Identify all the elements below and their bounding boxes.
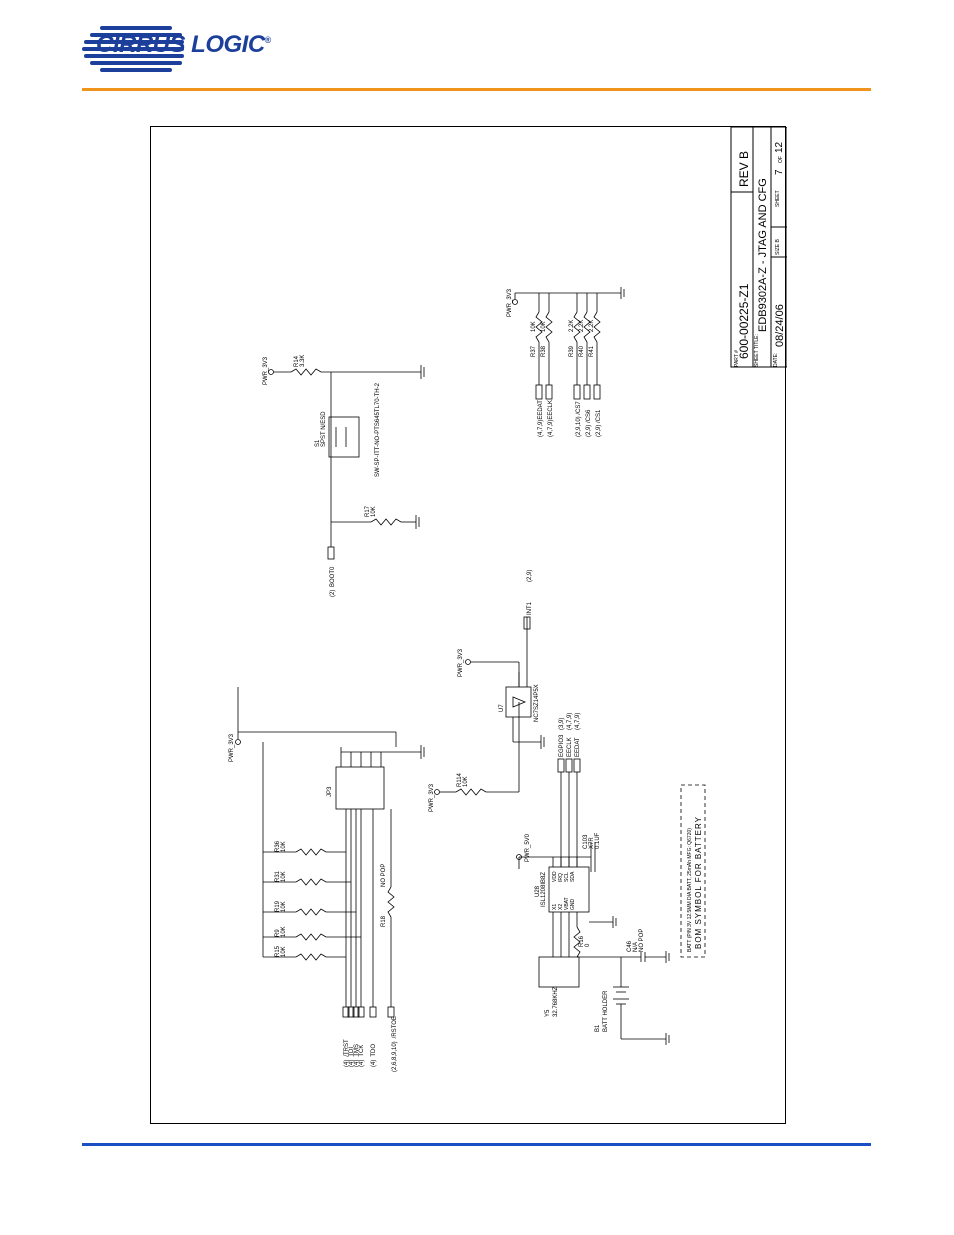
sheet-label: SHEET — [775, 190, 781, 207]
schematic-sheet: PART # 600-00225-Z1 REV B SHEET TITLE: E… — [150, 126, 788, 1124]
u28-pin-irq: IRQ — [558, 873, 564, 882]
of-label: OF — [778, 156, 784, 163]
company-logo — [82, 22, 382, 82]
jtag-wiring — [235, 687, 425, 1018]
boot0-ref: (2) — [330, 590, 336, 597]
rtc-power-label: PWR_3V3 — [429, 783, 435, 812]
boot0-label: BOOT0 — [330, 566, 336, 587]
jtag-connector-label: JP3 — [327, 786, 333, 797]
logo-stripes-icon — [82, 26, 184, 72]
svg-text:BOM SYMBOL FOR BATTERY: BOM SYMBOL FOR BATTERY — [694, 816, 703, 949]
r16-label: R160 — [579, 935, 591, 947]
jtag-signal-tms: (4)TMS — [354, 1044, 360, 1067]
c46-label: C46N/ANO POP — [627, 929, 645, 952]
u28-ref: U28 — [535, 885, 541, 897]
jtag-resistor-r31: R3110K — [275, 870, 287, 882]
schematic-drawing: PART # 600-00225-Z1 REV B SHEET TITLE: E… — [229, 126, 788, 1072]
r39-label: R392.2K — [569, 320, 575, 357]
u28-part: ISL1208IB8Z — [541, 872, 547, 907]
u28-pin-gnd: GND — [570, 899, 576, 911]
jtag-power-label: PWR_3V3 — [229, 733, 235, 762]
size-label: SIZE B — [775, 238, 781, 255]
date-label: DATE: — [773, 353, 779, 367]
sheet-total: 12 — [774, 141, 785, 153]
int1-ref: (2,9) — [527, 570, 533, 582]
u28-pin-x2: X2 — [558, 904, 564, 910]
jtag-resistor-r36: R3610K — [275, 840, 287, 852]
jtag-signal-trst: (4)/TRST — [344, 1039, 350, 1067]
u7-power-label: PWR_3V3 — [458, 648, 464, 677]
config-wiring — [512, 287, 625, 400]
sheet-title-label: SHEET TITLE: — [754, 334, 760, 367]
jtag-resistor-r9: R910K — [275, 926, 287, 937]
switch-part: SW-SP-ITT-NO-PTS645TL70-TH-2 — [375, 382, 381, 477]
cs1-signal: (2,9) /CS1 — [596, 409, 602, 437]
r38-label: R3810K — [541, 321, 547, 357]
jtag-signal-tck: (4)TCK — [359, 1045, 365, 1067]
r41-label: R412.2K — [589, 320, 595, 357]
rtc-wiring — [434, 702, 670, 1045]
u28-pin-vdd: VDD — [552, 871, 558, 882]
part-number: 600-00225-Z1 — [737, 283, 751, 359]
sheet-title: EDB9302A-Z - JTAG AND CFG — [757, 178, 769, 332]
u7-ref: U7 — [499, 704, 505, 712]
r14-label: R143.3K — [294, 355, 306, 367]
int1-label: INT1 — [527, 601, 533, 615]
eedat-ref: (4,7,9) — [575, 713, 581, 730]
jtag-resistor-r15: R1510K — [275, 945, 287, 957]
r17-label: R1710K — [365, 505, 377, 517]
battery-note: BATT (P/N 3V 12.5MM DIA BATT, 25mAh MFG:… — [680, 784, 706, 958]
u28-pin-sda: SDA — [570, 871, 576, 882]
jtag-resistor-r19: R1910K — [275, 900, 287, 912]
jtag-resistor-r18: R18NO POP — [381, 864, 387, 927]
eedat-label: EEDAT — [575, 737, 581, 757]
boot-power-label: PWR_3V3 — [263, 356, 269, 385]
c103-label: C103X7R0.1UF — [583, 832, 601, 849]
header-rule — [82, 88, 871, 91]
eeclk-ref: (4,7,9) — [567, 713, 573, 730]
revision: REV B — [737, 151, 751, 187]
footer-rule — [82, 1143, 871, 1146]
u28-pin-scl: SCL — [564, 872, 570, 882]
jtag-signal-tdo: (4)TDO — [371, 1044, 377, 1067]
part-label: PART # — [734, 350, 740, 367]
config-power-label: PWR_3V3 — [507, 288, 513, 317]
r114-label: R11410K — [457, 772, 469, 787]
sheet-number: 7 — [774, 169, 785, 175]
brand-name: CIRRUS LOGIC® — [96, 31, 271, 58]
jtag-signal-rstoe: (2,6,8,9,10)/RSTOE — [392, 1016, 398, 1072]
eeclk-label: EECLK — [567, 737, 573, 757]
power-5v-label: PWR_5V0 — [525, 833, 531, 862]
egpio3-label: EGPIO3 — [559, 734, 565, 757]
egpio3-ref: (3,9) — [559, 718, 565, 730]
boot-wiring — [268, 365, 425, 560]
r37-label: R3710K — [531, 321, 537, 357]
jtag-signal-tdi: (4)TDI — [349, 1047, 355, 1067]
r40-label: R402.2K — [579, 320, 585, 357]
inverter-wiring — [465, 616, 545, 749]
cs6-signal: (2,9) /CS6 — [586, 409, 592, 437]
date-value: 08/24/06 — [774, 304, 786, 347]
u28-pin-x1: X1 — [552, 904, 558, 910]
eeclk-signal: (4,7,9)EECLK — [548, 400, 554, 437]
svg-text:BATT (P/N 3V 12.5MM DIA BATT,: BATT (P/N 3V 12.5MM DIA BATT, 25mAh MFG:… — [687, 828, 693, 952]
eedat-signal: (4,7,9)EEDAT — [538, 400, 544, 437]
switch-label: S1SPST N/ESD — [315, 411, 327, 447]
cs7-signal: (2,9,10) /CS7 — [576, 401, 582, 437]
u7-part: NC7SZ14P5X — [534, 684, 540, 722]
u28-pin-vbat: VBAT — [564, 897, 570, 910]
